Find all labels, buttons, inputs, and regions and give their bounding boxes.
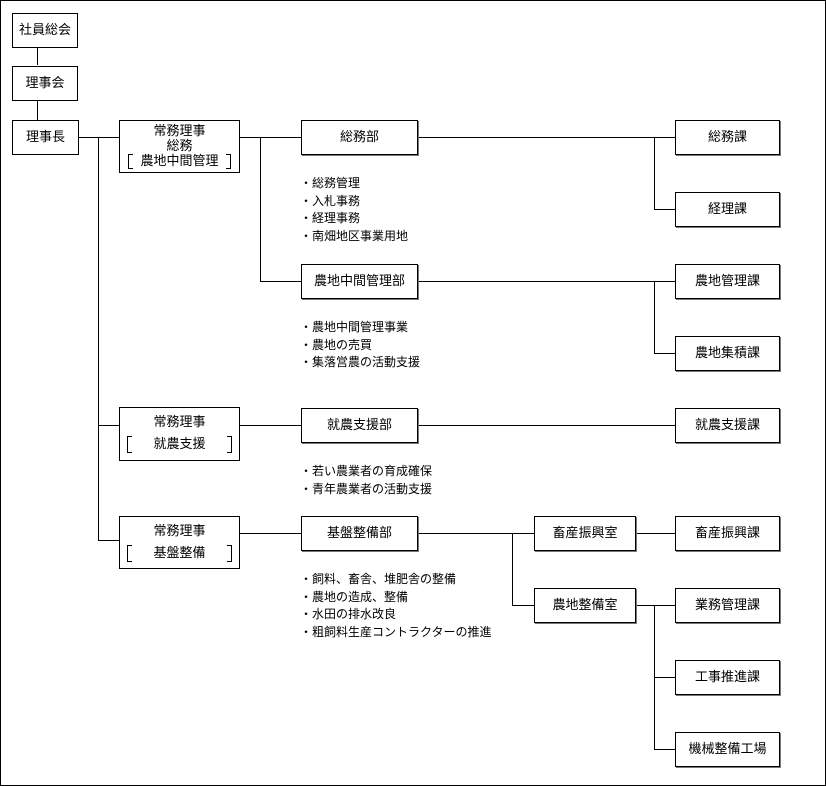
infra-dept-box: 基盤整備部 [301,516,418,551]
machinery-workshop-box: 機械整備工場 [675,732,780,767]
farmland-mgmt-section-box: 農地管理課 [675,264,780,299]
employment-section-box: 就農支援課 [675,408,780,443]
note-item: 農地中間管理事業 [300,319,420,337]
exec-sub-farmland: 農地中間管理 [128,154,231,169]
general-meeting-box: 社員総会 [12,13,78,48]
general-affairs-section-box: 総務課 [675,120,780,155]
note-item: 総務管理 [300,175,408,193]
note-item: 経理事務 [300,210,408,228]
exec-sub-general-affairs: 総務 [166,139,193,154]
farmland-notes: 農地中間管理事業 農地の売買 集落営農の活動支援 [300,319,420,372]
board-box: 理事会 [12,66,78,101]
general-affairs-notes: 総務管理 入札事務 経理事務 南畑地区事業用地 [300,175,408,245]
note-item: 青年農業者の活動支援 [300,481,432,499]
note-item: 農地の造成、整備 [300,589,492,607]
exec-sub-employment: 就農支援 [127,436,232,453]
note-item: 農地の売買 [300,337,420,355]
chairman-box: 理事長 [12,120,79,155]
note-item: 水田の排水改良 [300,606,492,624]
farmland-infra-office-box: 農地整備室 [534,588,636,623]
farmland-consolidation-section-box: 農地集積課 [675,336,780,371]
farmland-dept-box: 農地中間管理部 [301,264,418,299]
note-item: 入札事務 [300,193,408,211]
exec-title: 常務理事 [153,523,206,539]
operations-section-box: 業務管理課 [675,588,780,623]
note-item: 若い農業者の育成確保 [300,463,432,481]
exec-title: 常務理事 [153,415,206,430]
exec-director-infra-box: 常務理事 基盤整備 [119,516,240,569]
exec-director-general-box: 常務理事 総務 農地中間管理 [119,120,240,173]
note-item: 集落営農の活動支援 [300,354,420,372]
note-item: 粗飼料生産コントラクターの推進 [300,624,492,642]
livestock-section-box: 畜産振興課 [675,516,780,551]
construction-section-box: 工事推進課 [675,660,780,695]
employment-dept-box: 就農支援部 [301,408,418,443]
note-item: 飼料、畜舎、堆肥舎の整備 [300,571,492,589]
exec-director-employment-box: 常務理事 就農支援 [119,407,240,461]
exec-sub-infra: 基盤整備 [127,544,232,562]
note-item: 南畑地区事業用地 [300,228,408,246]
exec-title: 常務理事 [153,124,206,139]
employment-notes: 若い農業者の育成確保 青年農業者の活動支援 [300,463,432,498]
accounting-section-box: 経理課 [675,192,780,227]
infra-notes: 飼料、畜舎、堆肥舎の整備 農地の造成、整備 水田の排水改良 粗飼料生産コントラク… [300,571,492,641]
livestock-office-box: 畜産振興室 [534,516,636,551]
general-affairs-dept-box: 総務部 [301,120,418,155]
